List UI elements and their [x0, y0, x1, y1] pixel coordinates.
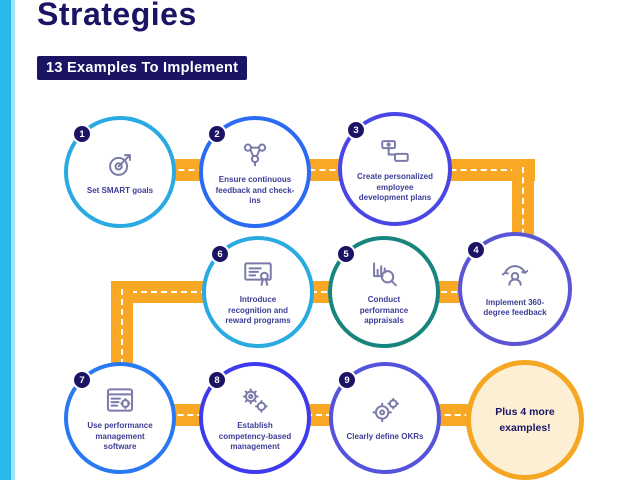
- left-accent-bar-highlight: [11, 0, 15, 480]
- flow-path-segment-row1: [120, 159, 535, 181]
- okr-gear-target-icon: [368, 394, 402, 430]
- step-number-badge: 1: [72, 124, 92, 144]
- award-certificate-icon: [241, 257, 275, 293]
- step-number-badge: 2: [207, 124, 227, 144]
- feedback-network-icon: [238, 137, 272, 173]
- step-label: Ensure continuous feedback and check-ins: [215, 175, 295, 206]
- step-number-badge: 3: [346, 120, 366, 140]
- step-number-badge: 7: [72, 370, 92, 390]
- step-circle-2: 2 Ensure continuous feedback and check-i…: [199, 116, 311, 228]
- step-number-badge: 6: [210, 244, 230, 264]
- step-number-badge: 8: [207, 370, 227, 390]
- 360-degree-feedback-icon: [498, 260, 532, 296]
- step-label: Implement 360-degree feedback: [483, 297, 547, 317]
- left-accent-bar: [0, 0, 11, 480]
- subtitle-badge: 13 Examples To Implement: [37, 56, 248, 80]
- step-label: Create personalized employee development…: [356, 172, 434, 203]
- step-circle-6: 6 Introduce recognition and reward progr…: [202, 236, 314, 348]
- development-plan-icon: [378, 134, 412, 170]
- step-label: Introduce recognition and reward program…: [225, 295, 291, 326]
- step-circle-9: 9 Clearly define OKRs: [329, 362, 441, 474]
- flow-path-segment-row2: [123, 281, 515, 303]
- flow-path-segment-left-vertical: [111, 281, 133, 373]
- flow-path-dashes: [131, 291, 507, 293]
- step-label: Set SMART goals: [86, 185, 154, 195]
- appraisal-chart-magnifier-icon: [367, 257, 401, 293]
- step-label: Use performance management software: [87, 421, 153, 452]
- more-examples-circle: Plus 4 more examples!: [466, 360, 584, 480]
- step-label: Clearly define OKRs: [346, 431, 424, 441]
- step-circle-3: 3 Create personalized employee developme…: [338, 112, 452, 226]
- page-title: Strategies: [37, 0, 197, 32]
- step-circle-7: 7 Use performance management software: [64, 362, 176, 474]
- software-window-gear-icon: [103, 383, 137, 419]
- gears-icon: [238, 383, 272, 419]
- step-number-badge: 4: [466, 240, 486, 260]
- step-label: Conduct performance appraisals: [359, 295, 409, 326]
- step-circle-1: 1 Set SMART goals: [64, 116, 176, 228]
- step-circle-4: 4 Implement 360-degree feedback: [458, 232, 572, 346]
- step-circle-8: 8 Establish competency-based management: [199, 362, 311, 474]
- more-examples-label: Plus 4 more examples!: [495, 405, 555, 434]
- flow-path-dashes: [128, 169, 527, 171]
- step-circle-5: 5 Conduct performance appraisals: [328, 236, 440, 348]
- smart-goals-target-icon: [103, 148, 137, 184]
- step-number-badge: 5: [336, 244, 356, 264]
- flow-path-dashes: [522, 167, 524, 235]
- flow-path-dashes: [121, 289, 123, 365]
- step-number-badge: 9: [337, 370, 357, 390]
- flow-path-dashes: [128, 414, 520, 416]
- step-label: Establish competency-based management: [218, 421, 292, 452]
- flow-path-segment-right-vertical: [512, 159, 534, 243]
